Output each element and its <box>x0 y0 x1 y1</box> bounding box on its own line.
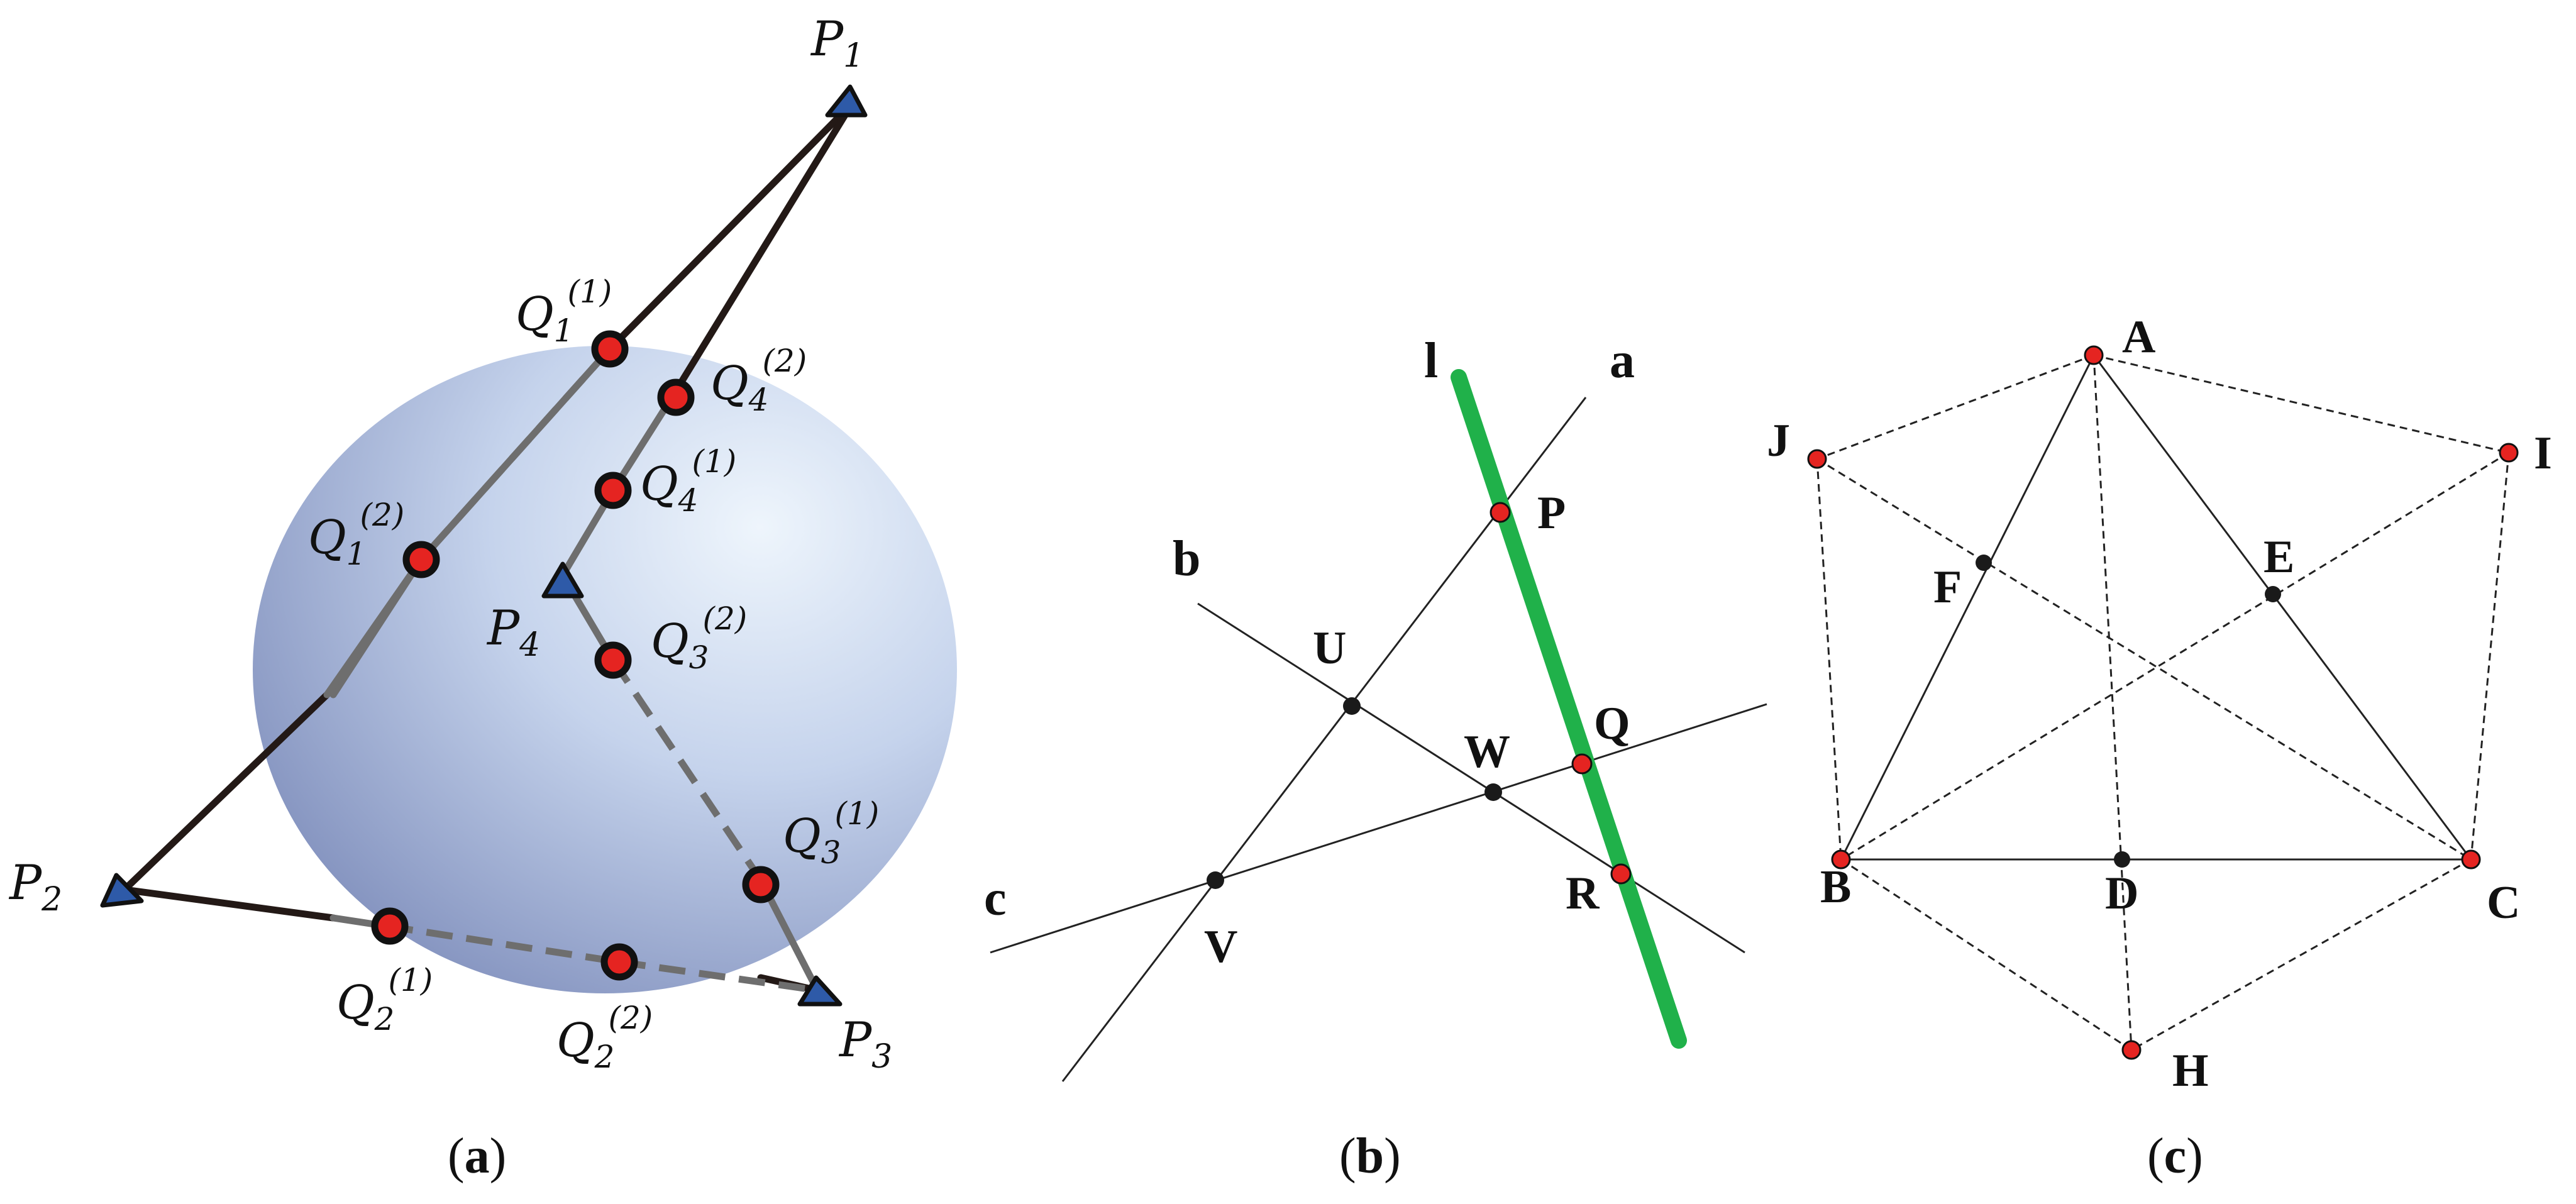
caption-b: (b) <box>1339 1129 1401 1184</box>
line-l <box>1451 369 1687 1049</box>
triangle-vertices <box>100 84 868 1007</box>
point-r <box>1610 863 1632 885</box>
label-q1-2: Q1(2) <box>308 497 404 572</box>
caption-a: (a) <box>448 1129 506 1184</box>
point-f <box>1976 555 1992 571</box>
black-points-c <box>1976 555 2281 868</box>
dashed-edges <box>1816 354 2510 1051</box>
point-q <box>1571 753 1593 775</box>
label-q4-1: Q4(1) <box>640 443 736 519</box>
hidden-edges <box>386 346 818 994</box>
line-c <box>990 703 1767 954</box>
panel-b: l a b c P Q R U V W (b) <box>984 333 1767 1184</box>
black-points-b <box>1207 697 1502 889</box>
label-q3-2: Q3(2) <box>651 600 747 676</box>
visible-edges <box>121 100 856 994</box>
label-p4: P4 <box>486 600 540 664</box>
vertex-p2-marker <box>100 873 144 908</box>
point-a <box>2084 345 2104 365</box>
q3-1-point <box>742 866 780 903</box>
panel-c: A B C D E F H I J (c) <box>1767 311 2552 1184</box>
label-q2-2: Q2(2) <box>556 1000 653 1075</box>
label-w: W <box>1464 726 1510 778</box>
point-v <box>1207 871 1224 889</box>
label-q1-1: Q1(1) <box>516 273 612 349</box>
point-u <box>1343 697 1361 715</box>
label-a-c: A <box>2122 311 2155 363</box>
label-v: V <box>1204 921 1237 973</box>
point-b <box>1831 849 1851 870</box>
panel-a: P1 P2 P3 P4 Q1(1) Q1(2) Q4(2) Q4(1) Q3(2… <box>8 11 957 1184</box>
label-f-c: F <box>1933 561 1962 613</box>
q3-2-point <box>594 641 632 679</box>
q1-2-point <box>402 541 440 578</box>
vertex-p1-marker <box>825 84 868 118</box>
q2-2-point <box>600 943 638 981</box>
label-q2-1: Q2(1) <box>336 962 433 1037</box>
label-e-c: E <box>2264 531 2294 583</box>
label-q: Q <box>1594 698 1630 749</box>
caption-c: (c) <box>2147 1129 2203 1184</box>
line-b <box>1197 602 1745 954</box>
label-l: l <box>1424 333 1438 389</box>
solid-edges <box>1840 355 2472 861</box>
red-points-c <box>1807 345 2519 1060</box>
point-p <box>1490 502 1511 523</box>
q1-1-point <box>591 330 629 368</box>
label-p3: P3 <box>838 1012 892 1076</box>
point-i <box>2499 443 2519 463</box>
label-p2: P2 <box>8 854 62 919</box>
point-h <box>2121 1040 2142 1060</box>
q4-1-point <box>594 472 632 509</box>
label-r: R <box>1566 868 1600 919</box>
label-c: c <box>984 871 1007 926</box>
point-w <box>1484 783 1502 801</box>
label-i-c: I <box>2534 428 2552 479</box>
point-d <box>2114 851 2130 868</box>
label-p: P <box>1537 487 1566 539</box>
red-points-b <box>1490 502 1632 885</box>
label-b: b <box>1173 531 1201 587</box>
label-a: a <box>1610 333 1635 389</box>
label-c-c: C <box>2487 877 2520 929</box>
point-e <box>2265 586 2281 602</box>
vertex-p4-marker <box>541 561 584 599</box>
label-p1: P1 <box>810 11 864 75</box>
label-b-c: B <box>1820 861 1851 913</box>
q4-2-point <box>657 378 695 416</box>
q-points <box>371 330 780 981</box>
point-c <box>2461 849 2481 870</box>
q2-1-point <box>371 907 409 945</box>
label-u: U <box>1313 622 1346 674</box>
label-d-c: D <box>2105 868 2138 919</box>
label-j-c: J <box>1767 415 1790 467</box>
vertex-p3-marker <box>797 975 843 1007</box>
point-j <box>1807 449 1827 469</box>
label-h-c: H <box>2172 1045 2209 1096</box>
label-q4-2: Q4(2) <box>710 343 807 418</box>
label-q3-1: Q3(1) <box>783 795 879 871</box>
